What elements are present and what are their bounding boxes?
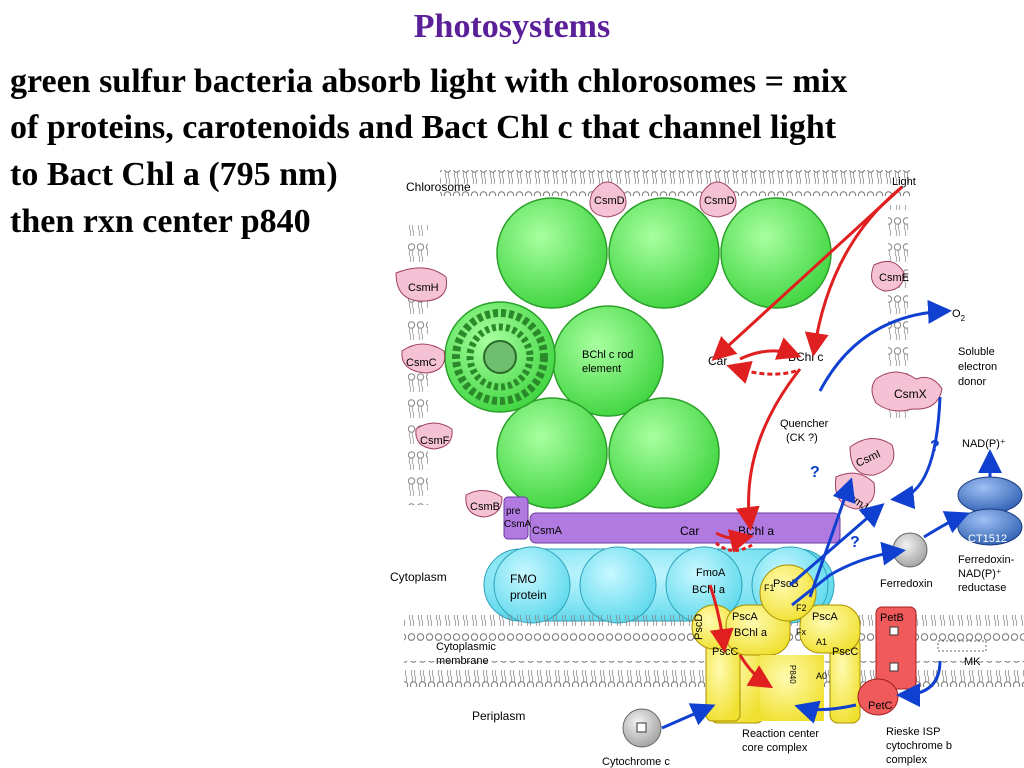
text-line-3: to Bact Chl a (795 nm) xyxy=(10,156,338,193)
svg-text:PscB: PscB xyxy=(773,578,799,590)
svg-text:PscA: PscA xyxy=(732,611,758,623)
ferredoxin-label: Ferredoxin xyxy=(880,578,933,590)
nadp-label: NAD(P)⁺ xyxy=(962,438,1006,450)
svg-text:PscC: PscC xyxy=(712,646,738,658)
baseplate-csma: pre CsmA CsmA xyxy=(503,496,841,544)
svg-text:F1: F1 xyxy=(764,583,775,593)
svg-text:CsmX: CsmX xyxy=(894,387,927,401)
csmf-protein: CsmF xyxy=(415,422,453,450)
ct1512: CT1512 xyxy=(957,476,1023,546)
electron-transfer-arrows xyxy=(661,299,1002,730)
quencher-label-1: Quencher xyxy=(780,418,829,430)
bchl-rod-label-2: element xyxy=(582,363,621,375)
svg-text:PetB: PetB xyxy=(880,612,904,624)
light-label: Light xyxy=(892,176,916,188)
csmd-protein-2: CsmD xyxy=(699,181,737,218)
svg-text:CsmD: CsmD xyxy=(594,195,625,207)
csmb-protein: CsmB xyxy=(465,490,503,518)
svg-text:F2: F2 xyxy=(796,603,807,613)
text-line-1: green sulfur bacteria absorb light with … xyxy=(10,63,848,100)
svg-text:PscD: PscD xyxy=(693,614,705,640)
svg-text:CsmA: CsmA xyxy=(532,525,563,537)
rc-core-label-1: Reaction center xyxy=(742,728,819,740)
svg-text:P840: P840 xyxy=(788,665,797,684)
svg-text:CsmF: CsmF xyxy=(420,435,450,447)
soluble-donor-label-3: donor xyxy=(958,376,986,388)
fnr-label-1: Ferredoxin- xyxy=(958,554,1015,566)
svg-text:CsmB: CsmB xyxy=(470,501,500,513)
svg-text:CsmH: CsmH xyxy=(408,282,439,294)
svg-text:MK: MK xyxy=(964,656,981,668)
periplasm-label: Periplasm xyxy=(472,709,525,723)
fmo-proteins xyxy=(483,546,835,624)
fnr-label-3: reductase xyxy=(958,582,1006,594)
csmx-protein: CsmX xyxy=(871,371,943,412)
svg-text:pre: pre xyxy=(506,506,521,517)
question-mark-3: ? xyxy=(850,534,860,551)
bchl-a-bottom-label: BChl a xyxy=(738,524,774,538)
soluble-donor-label-2: electron xyxy=(958,361,997,373)
csmd-protein-1: CsmD xyxy=(589,181,627,218)
svg-text:CsmA: CsmA xyxy=(504,519,532,530)
car-bottom-label: Car xyxy=(680,524,699,538)
fnr-label-2: NAD(P)⁺ xyxy=(958,568,1002,580)
svg-text:PscC: PscC xyxy=(832,646,858,658)
fmo-label-2: protein xyxy=(510,588,547,602)
text-line-4: then rxn center p840 xyxy=(10,203,311,240)
page-title: Photosystems xyxy=(413,8,611,45)
csmh-protein: CsmH xyxy=(395,267,448,302)
membrane-label-1: Cytoplasmic xyxy=(436,641,496,653)
fmoa-label: FmoA xyxy=(696,567,726,579)
rc-core-label-2: core complex xyxy=(742,742,808,754)
photosystem-diagram: BChl c rod element Chlorosome CsmD CsmD … xyxy=(390,170,1024,768)
svg-text:A1: A1 xyxy=(816,637,827,647)
soluble-donor-label-1: Soluble xyxy=(958,346,995,358)
svg-text:Fx: Fx xyxy=(796,627,806,637)
svg-text:CsmD: CsmD xyxy=(704,195,735,207)
chlorosome-label: Chlorosome xyxy=(406,180,471,194)
svg-text:CT1512: CT1512 xyxy=(968,533,1007,545)
membrane-label-2: membrane xyxy=(436,655,489,667)
svg-text:BChl a: BChl a xyxy=(734,627,768,639)
text-line-2: of proteins, carotenoids and Bact Chl c … xyxy=(10,109,837,146)
cytoplasm-label: Cytoplasm xyxy=(390,570,447,584)
bchl-c-label: BChl c xyxy=(788,350,823,364)
svg-text:CsmC: CsmC xyxy=(406,357,437,369)
svg-text:PetC: PetC xyxy=(868,700,893,712)
question-mark-1: ? xyxy=(810,464,820,481)
rieske-label-3: complex xyxy=(886,754,927,766)
svg-text:CsmE: CsmE xyxy=(879,272,909,284)
o2-label: O2 xyxy=(952,308,966,323)
quencher-label-2: (CK ?) xyxy=(786,432,818,444)
bchl-rod-label-1: BChl c rod xyxy=(582,349,633,361)
petb-petc-complex: PetB PetC MK xyxy=(857,606,987,716)
bchl-c-rods xyxy=(444,197,832,509)
csme-protein: CsmE xyxy=(871,260,909,292)
rieske-label-1: Rieske ISP xyxy=(886,726,940,738)
csmi-protein: CsmI xyxy=(849,438,895,476)
cytochrome-c-label: Cytochrome c xyxy=(602,756,670,768)
energy-transfer-arrows xyxy=(708,185,904,689)
bchl-a-fmo-label: BChl a xyxy=(692,584,726,596)
rieske-label-2: cytochrome b xyxy=(886,740,952,752)
csmc-protein: CsmC xyxy=(401,343,446,374)
fmo-label-1: FMO xyxy=(510,572,537,586)
cytochrome-c xyxy=(622,708,662,748)
svg-text:PscA: PscA xyxy=(812,611,838,623)
svg-text:A0: A0 xyxy=(816,671,827,681)
